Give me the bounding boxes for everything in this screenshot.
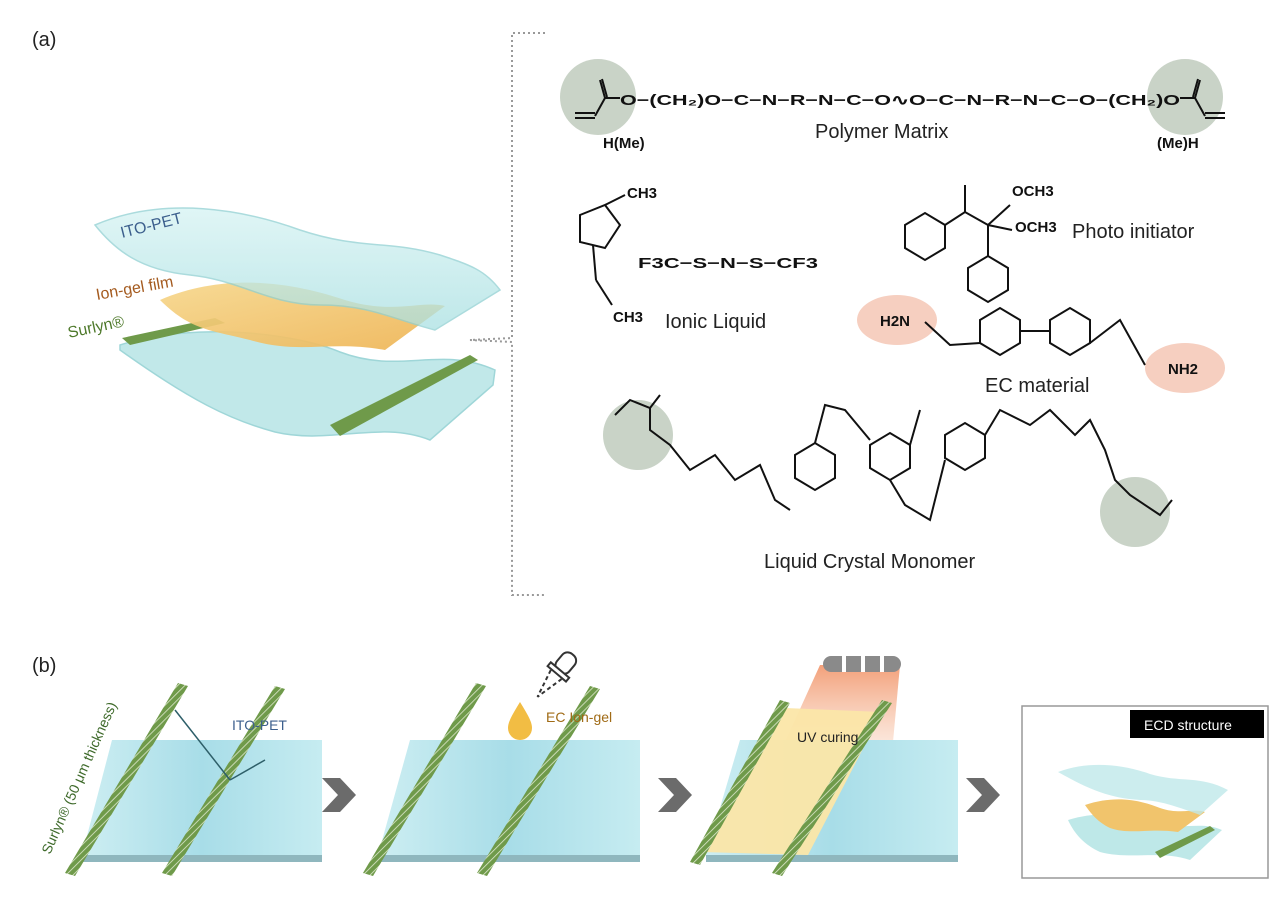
polymer-matrix-name: Polymer Matrix xyxy=(815,121,948,143)
photo-initiator-structure: OCH3 OCH3 Photo initiator xyxy=(904,183,1195,304)
cation-methyl: CH3 xyxy=(627,185,657,202)
ecd-title-bar xyxy=(1130,710,1264,738)
polymer-left-end: H(Me) xyxy=(603,135,645,152)
step-1-substrate: Surlyn® (50 μm thickness) ITO-PET xyxy=(38,683,322,876)
ito-pet-label: ITO-PET xyxy=(232,717,287,733)
ec-material-structure: H2N NH2 EC material xyxy=(857,295,1225,397)
step1-surlyn-strip-left xyxy=(65,683,188,876)
ionic-liquid-name: Ionic Liquid xyxy=(665,311,766,333)
cured-ion-gel xyxy=(702,708,882,855)
process-arrow-2 xyxy=(658,778,692,812)
step2-surlyn-strip-left xyxy=(363,683,486,876)
process-arrow-3 xyxy=(966,778,1000,812)
ecd-top-layer xyxy=(1058,764,1228,815)
step1-ito-plate xyxy=(82,740,322,855)
lc-monomer-name: Liquid Crystal Monomer xyxy=(764,551,976,573)
step3-surlyn-strip-left xyxy=(690,700,790,865)
top-ito-pet-layer xyxy=(93,207,502,331)
lc-highlight-right xyxy=(1100,477,1170,547)
anion-formula: F3C−S−N−S−CF3 xyxy=(638,255,818,272)
amine-highlight-right xyxy=(1145,343,1225,393)
polymer-chain-formula: O−(CH₂)O−C−N−R−N−C−O∿O−C−N−R−N−C−O−(CH₂)… xyxy=(620,92,1180,109)
panel-b-label: (b) xyxy=(32,655,56,677)
step-2-ion-gel-drop: EC Ion-gel xyxy=(363,651,640,876)
ecd-surlyn-strip xyxy=(1155,826,1215,858)
amine-highlight-left xyxy=(857,295,937,345)
ec-material-name: EC material xyxy=(985,375,1089,397)
uv-curing-label: UV curing xyxy=(797,729,858,745)
step-3-uv-curing: UV curing xyxy=(690,656,958,876)
ion-gel-droplet xyxy=(508,702,532,740)
process-arrow-1 xyxy=(322,778,356,812)
ec-ion-gel-label: EC Ion-gel xyxy=(546,709,612,725)
pi-methoxy-2: OCH3 xyxy=(1015,219,1057,236)
ion-gel-layer xyxy=(160,282,445,350)
ec-left-amine: H2N xyxy=(880,313,910,330)
step2-ito-plate xyxy=(378,740,640,855)
dropper-icon xyxy=(536,651,578,698)
panel-a-label: (a) xyxy=(32,29,56,51)
ec-right-amine: NH2 xyxy=(1168,361,1198,378)
photo-initiator-name: Photo initiator xyxy=(1072,221,1195,243)
bottom-ito-pet-layer xyxy=(119,330,496,441)
device-exploded-view: ITO-PET Ion-gel film Surlyn® xyxy=(66,207,502,441)
acrylate-highlight-left xyxy=(560,59,636,135)
ecd-structure-title: ECD structure xyxy=(1144,717,1232,733)
step-4-ecd-structure: ECD structure xyxy=(1021,705,1269,879)
lc-highlight-left xyxy=(603,400,673,470)
step2-surlyn-strip-right xyxy=(477,686,600,876)
pi-methoxy-1: OCH3 xyxy=(1012,183,1054,200)
label-surlyn: Surlyn® xyxy=(66,313,126,342)
ecd-ion-gel xyxy=(1085,799,1205,832)
surlyn-strip-right xyxy=(330,355,478,436)
ionic-liquid-structure: CH3 CH3 F3C−S−N−S−CF3 Ionic Liquid xyxy=(579,185,818,333)
step1-surlyn-strip-right xyxy=(162,686,285,876)
polymer-matrix-structure: O−(CH₂)O−C−N−R−N−C−O∿O−C−N−R−N−C−O−(CH₂)… xyxy=(560,59,1225,152)
bracket xyxy=(469,32,545,596)
step3-surlyn-strip-right xyxy=(772,700,892,876)
uv-lamp-icon xyxy=(823,656,901,672)
polymer-right-end: (Me)H xyxy=(1157,135,1199,152)
lc-monomer-structure: Liquid Crystal Monomer xyxy=(603,394,1173,573)
cation-ethyl: CH3 xyxy=(613,309,643,326)
